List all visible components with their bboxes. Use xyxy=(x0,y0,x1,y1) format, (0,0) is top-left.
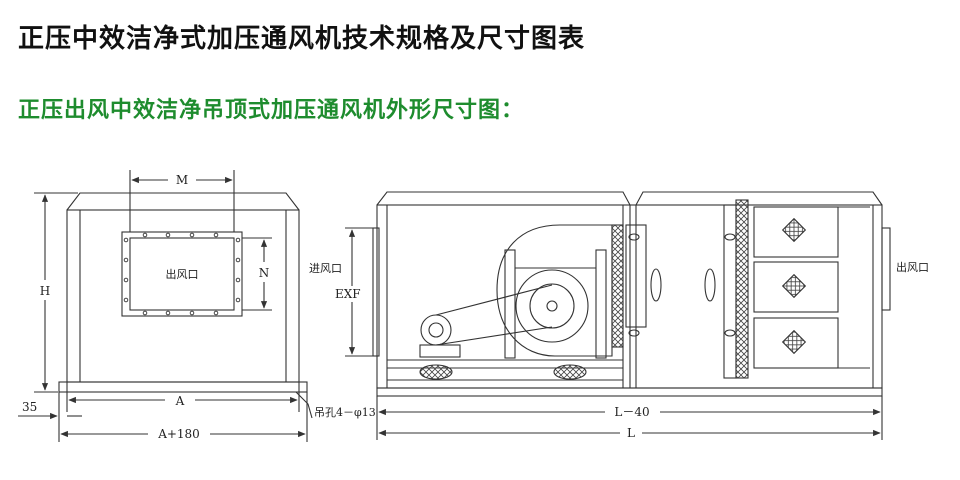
side-top-cap-right xyxy=(635,191,883,206)
outlet-grilles xyxy=(781,217,807,355)
dim-N-label: N xyxy=(259,266,270,280)
fan-wheel xyxy=(515,269,589,343)
outlet-panel-2 xyxy=(753,261,839,313)
front-base xyxy=(58,381,308,393)
front-outlet-label: 出风口 xyxy=(166,267,199,281)
side-outlet-protrusion xyxy=(881,227,891,311)
dim-35-label: 35 xyxy=(22,400,37,414)
motor-base xyxy=(419,344,461,358)
fan-housing xyxy=(496,224,613,357)
side-top-cap-left xyxy=(376,191,631,206)
filter-clamps xyxy=(628,233,736,337)
dim-H-label: H xyxy=(40,284,50,298)
side-inlet-flange xyxy=(372,227,380,357)
filter-2 xyxy=(735,199,749,379)
side-base xyxy=(376,387,883,397)
dim-A-label: A xyxy=(175,394,185,408)
hang-hole-label: 吊孔4－φ13 xyxy=(314,406,376,419)
filter-1 xyxy=(611,224,624,348)
outlet-flange xyxy=(121,231,243,317)
dim-M-label: M xyxy=(176,173,188,187)
outlet-panel-3 xyxy=(753,317,839,369)
motor-pulley xyxy=(420,314,452,346)
page-title: 正压中效洁净式加压通风机技术规格及尺寸图表 xyxy=(18,24,586,54)
dim-EXF-label: EXF xyxy=(335,287,361,301)
side-inlet-label: 进风口 xyxy=(309,262,342,275)
outlet-panel-1 xyxy=(753,206,839,258)
dim-L-label: L xyxy=(627,426,635,440)
front-top-cap xyxy=(66,192,300,211)
side-outlet-label: 出风口 xyxy=(896,260,929,274)
dim-A180-label: A+180 xyxy=(157,427,200,441)
dim-L40-label: L－40 xyxy=(614,405,649,419)
side-view xyxy=(345,191,891,440)
front-view xyxy=(18,170,313,442)
flange-bolt-holes xyxy=(123,232,241,316)
page-subtitle: 正压出风中效洁净吊顶式加压通风机外形尺寸图： xyxy=(18,98,525,123)
